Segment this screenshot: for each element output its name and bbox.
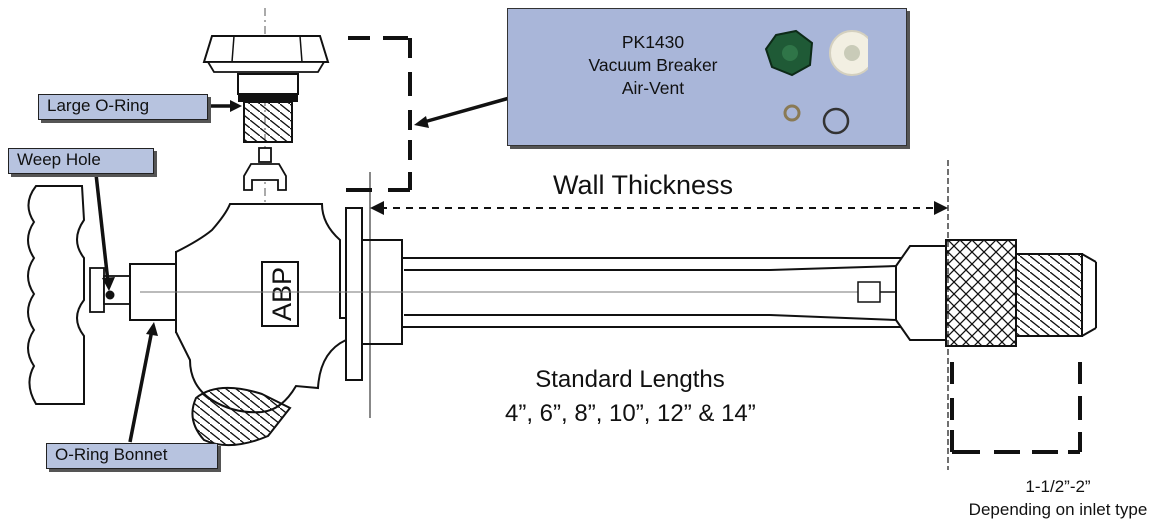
rod-tip [857, 281, 881, 303]
vacuum-breaker-cap [202, 35, 330, 73]
large-o-ring-part [822, 107, 850, 135]
kit-parts-photo [764, 29, 868, 135]
o-ring-bonnet-label: O-Ring Bonnet [46, 443, 218, 469]
hose-thread [191, 386, 292, 447]
faucet-handle [27, 185, 86, 405]
poppet-stem [243, 147, 287, 191]
handle-nut [89, 267, 105, 313]
inlet-dimension-note: Depending on inlet type [968, 500, 1148, 519]
large-o-ring [238, 94, 298, 102]
kit-line-2: Air-Vent [621, 78, 685, 98]
kit-bracket [346, 36, 412, 192]
inlet-dimension-value: 1-1/2”-2” [1025, 477, 1091, 496]
wall-thickness-label: Wall Thickness [553, 170, 734, 200]
small-o-ring-part [783, 104, 801, 122]
flange [345, 207, 363, 381]
kit-line-1: Vacuum Breaker [588, 55, 718, 75]
large-o-ring-label: Large O-Ring [38, 94, 208, 120]
seat-taper [895, 245, 947, 341]
standard-lengths: Standard Lengths 4”, 6”, 8”, 10”, 12” & … [505, 363, 756, 431]
abp-stamp-box [261, 261, 299, 327]
inlet-knurl [945, 239, 1017, 347]
weep-hole-label: Weep Hole [8, 148, 154, 174]
kit-description: PK1430 Vacuum Breaker Air-Vent [548, 31, 758, 100]
weep-hole [105, 290, 115, 300]
standard-lengths-values: 4”, 6”, 8”, 10”, 12” & 14” [505, 400, 756, 427]
vacuum-breaker-seat [237, 73, 299, 143]
inlet-bracket [950, 362, 1082, 454]
standard-lengths-title: Standard Lengths [535, 366, 725, 393]
inlet-thread [1015, 253, 1083, 337]
kit-part-number: PK1430 [621, 32, 685, 52]
inlet-dimension: 1-1/2”-2” Depending on inlet type [950, 475, 1166, 521]
repair-kit-panel: PK1430 Vacuum Breaker Air-Vent [507, 8, 907, 146]
abp-stamp: ABP [267, 267, 297, 321]
